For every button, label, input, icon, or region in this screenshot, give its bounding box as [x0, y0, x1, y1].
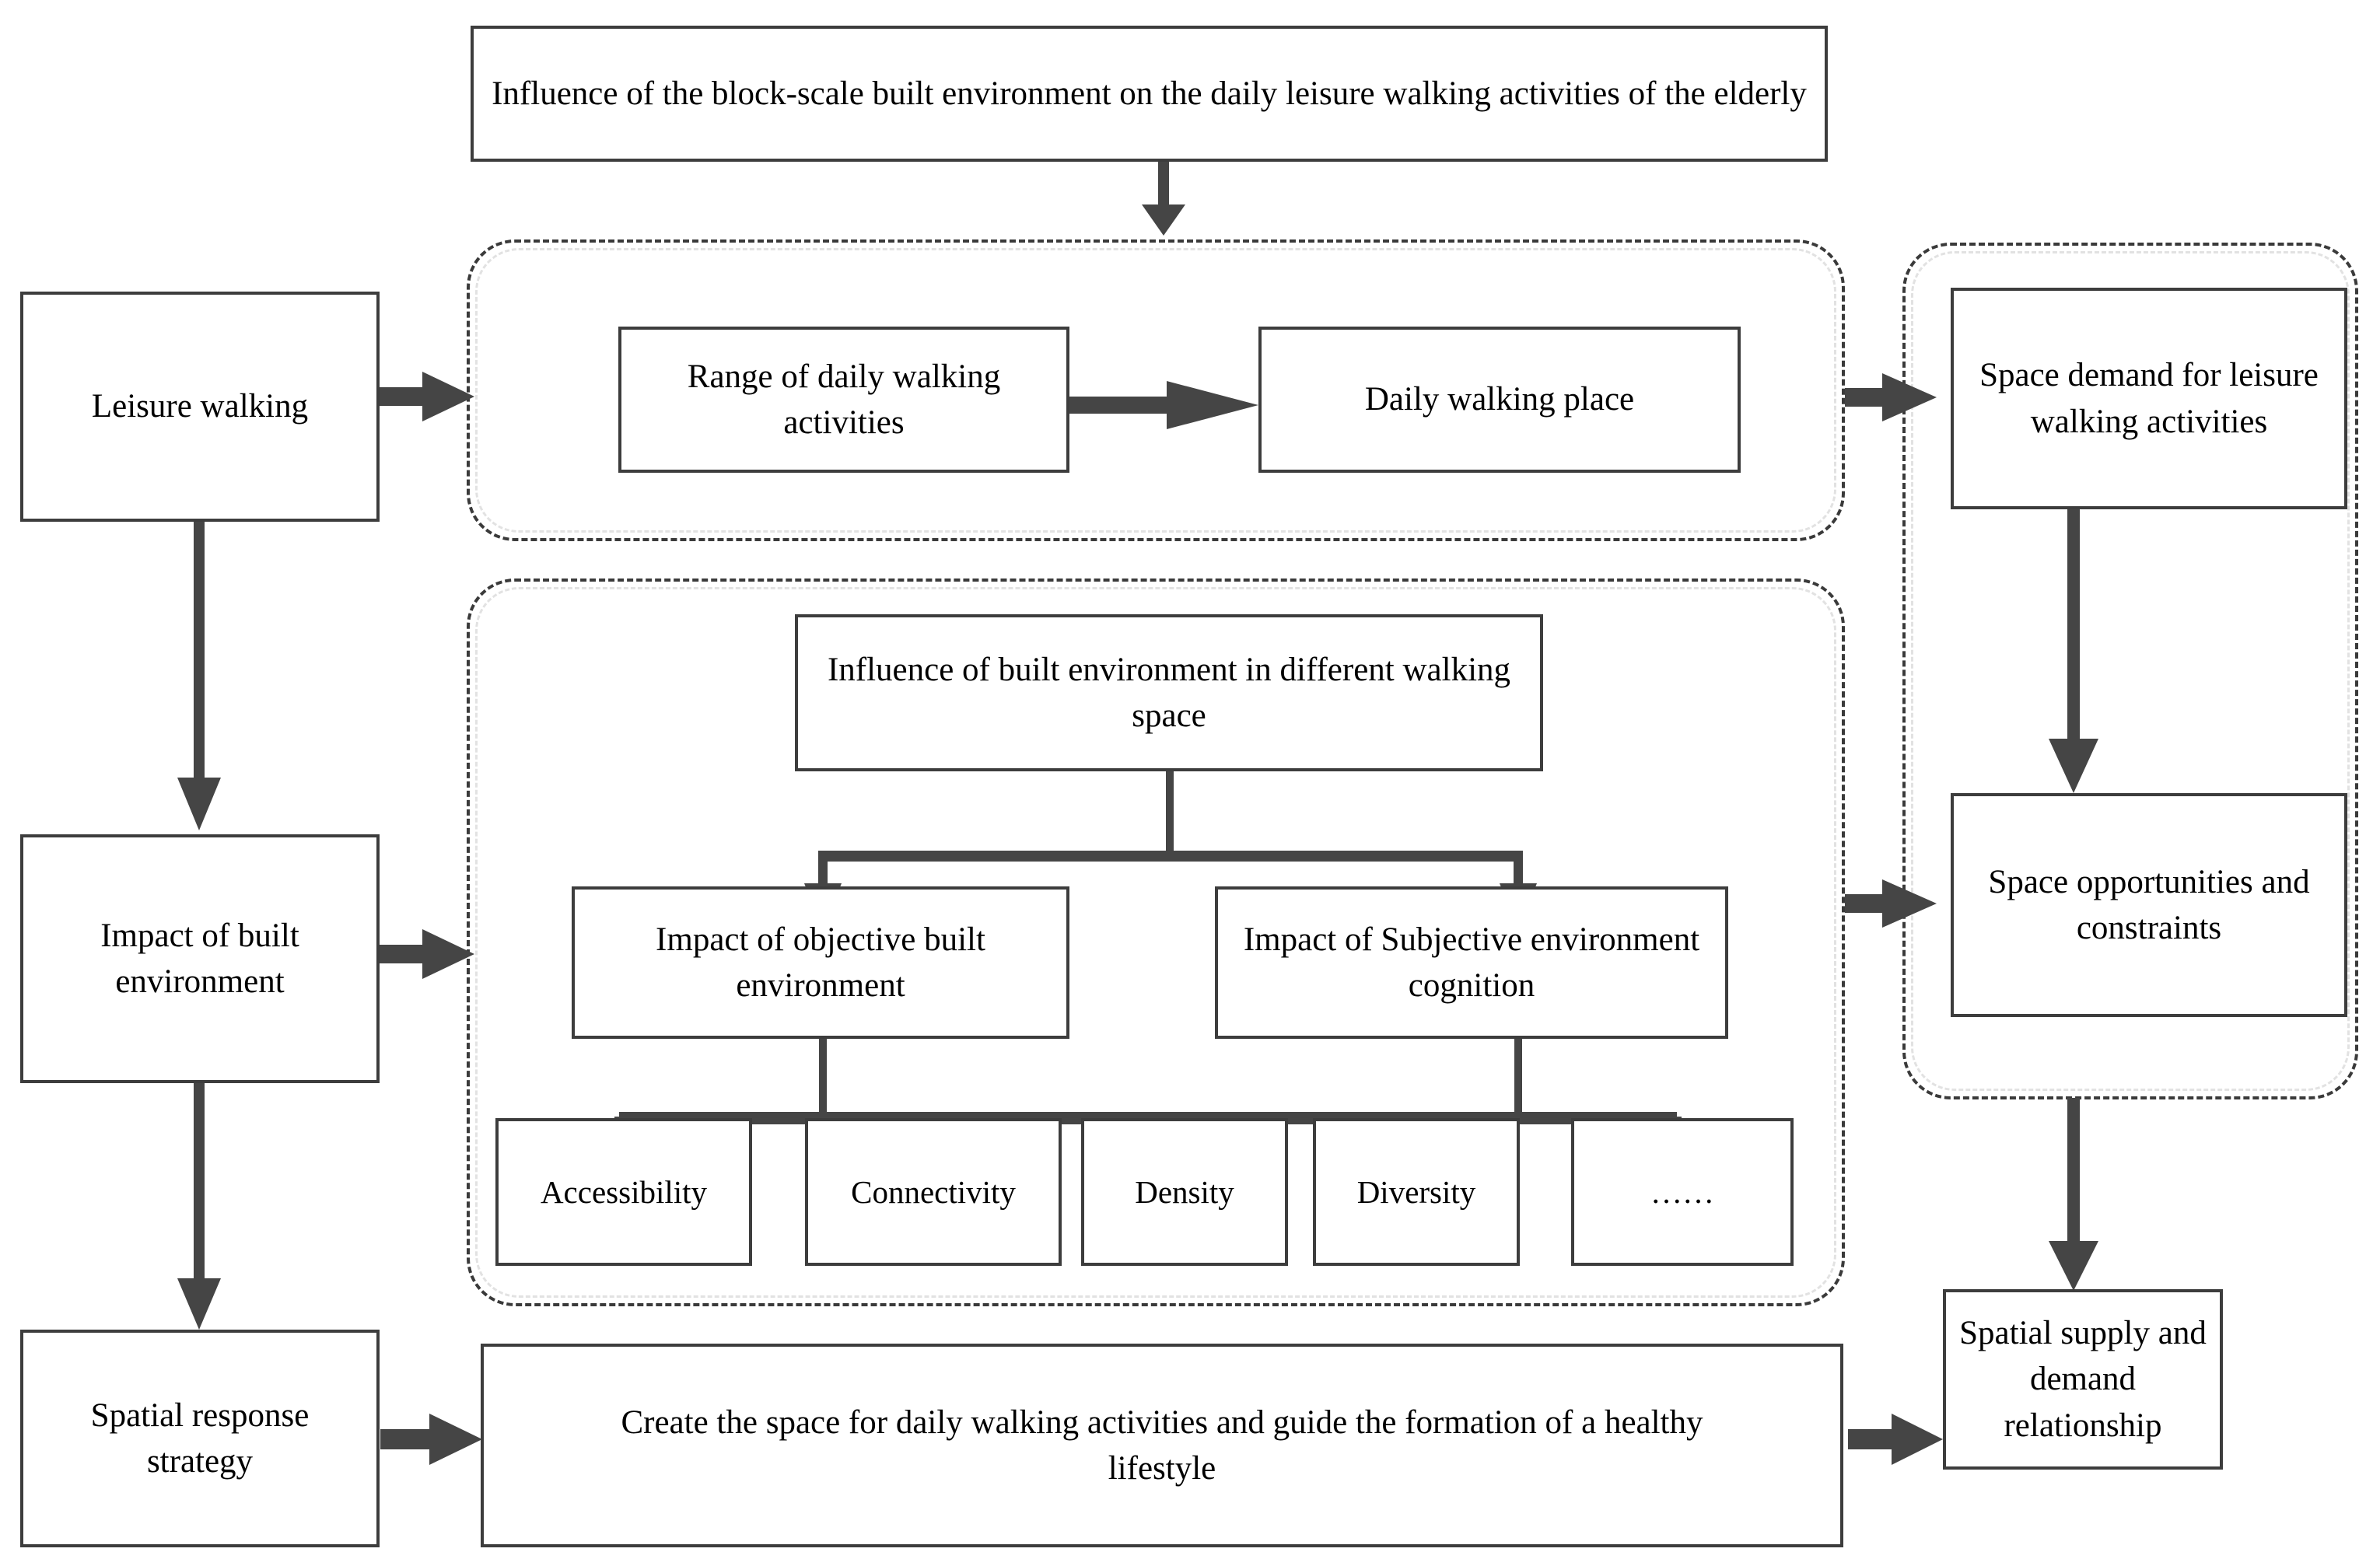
node-range-of-daily-walking-activities: Range of daily walking activities [618, 327, 1069, 473]
node-accessibility: Accessibility [495, 1118, 752, 1266]
arrow-impact-to-built-group [379, 929, 474, 979]
node-spatial-supply-and-demand-relationship-label: Spatial supply and demand relationship [1959, 1315, 2207, 1444]
node-density-label: Density [1135, 1173, 1234, 1210]
node-ellipsis: …… [1571, 1118, 1794, 1266]
node-create-the-space-label: Create the space for daily walking activ… [621, 1403, 1703, 1487]
node-impact-of-subjective-environment-cognition-label: Impact of Subjective environment cogniti… [1243, 921, 1700, 1004]
node-diversity-label: Diversity [1356, 1173, 1476, 1210]
arrow-title-to-walking-group [1142, 159, 1185, 236]
arrow-create-to-supply [1848, 1414, 1943, 1465]
node-space-opportunities-and-constraints: Space opportunities and constraints [1951, 793, 2347, 1017]
arrow-impact-to-strategy [177, 1081, 221, 1330]
node-influence-of-built-environment-label: Influence of built environment in differ… [827, 651, 1511, 734]
node-space-demand-for-leisure-walking-activities-label: Space demand for leisure walking activit… [1979, 357, 2319, 440]
node-space-demand-for-leisure-walking-activities: Space demand for leisure walking activit… [1951, 288, 2347, 509]
node-leisure-walking-label: Leisure walking [91, 388, 309, 425]
node-connectivity-label: Connectivity [851, 1173, 1016, 1210]
title-box-label: Influence of the block-scale built envir… [492, 75, 1807, 112]
node-space-opportunities-and-constraints-label: Space opportunities and constraints [1988, 863, 2310, 946]
arrow-leisure-to-walking-group [379, 372, 474, 421]
node-spatial-supply-and-demand-relationship: Spatial supply and demand relationship [1943, 1289, 2223, 1470]
group-built-environment [467, 579, 1845, 1306]
node-spatial-response-strategy: Spatial response strategy [20, 1330, 380, 1547]
group-walking-activities [467, 239, 1845, 541]
node-spatial-response-strategy-label: Spatial response strategy [90, 1396, 310, 1480]
node-ellipsis-label: …… [1650, 1173, 1714, 1210]
node-daily-walking-place-label: Daily walking place [1364, 381, 1635, 418]
node-daily-walking-place: Daily walking place [1258, 327, 1741, 473]
node-create-the-space: Create the space for daily walking activ… [481, 1344, 1843, 1547]
arrow-space-group-to-supply [2049, 1098, 2098, 1291]
node-impact-of-objective-built-environment: Impact of objective built environment [572, 886, 1069, 1039]
node-diversity: Diversity [1313, 1118, 1520, 1266]
node-connectivity: Connectivity [805, 1118, 1062, 1266]
node-impact-of-built-environment: Impact of built environment [20, 834, 380, 1083]
arrow-range-to-place [1064, 381, 1258, 429]
node-impact-of-objective-built-environment-label: Impact of objective built environment [656, 921, 985, 1004]
arrow-walking-group-to-space-demand [1845, 373, 1937, 421]
arrow-space-demand-to-opportunities [2049, 509, 2098, 793]
title-box: Influence of the block-scale built envir… [471, 26, 1828, 162]
node-leisure-walking: Leisure walking [20, 292, 380, 522]
arrow-leisure-to-impact [177, 519, 221, 830]
group-space-supply [1902, 243, 2358, 1099]
node-range-of-daily-walking-activities-label: Range of daily walking activities [687, 358, 1001, 441]
node-impact-of-subjective-environment-cognition: Impact of Subjective environment cogniti… [1215, 886, 1728, 1039]
node-density: Density [1081, 1118, 1288, 1266]
arrow-strategy-to-create [380, 1414, 482, 1465]
node-accessibility-label: Accessibility [540, 1173, 708, 1210]
node-influence-of-built-environment: Influence of built environment in differ… [795, 614, 1543, 771]
node-impact-of-built-environment-label: Impact of built environment [100, 917, 299, 1000]
arrow-built-group-to-space-opportunities [1845, 879, 1937, 928]
